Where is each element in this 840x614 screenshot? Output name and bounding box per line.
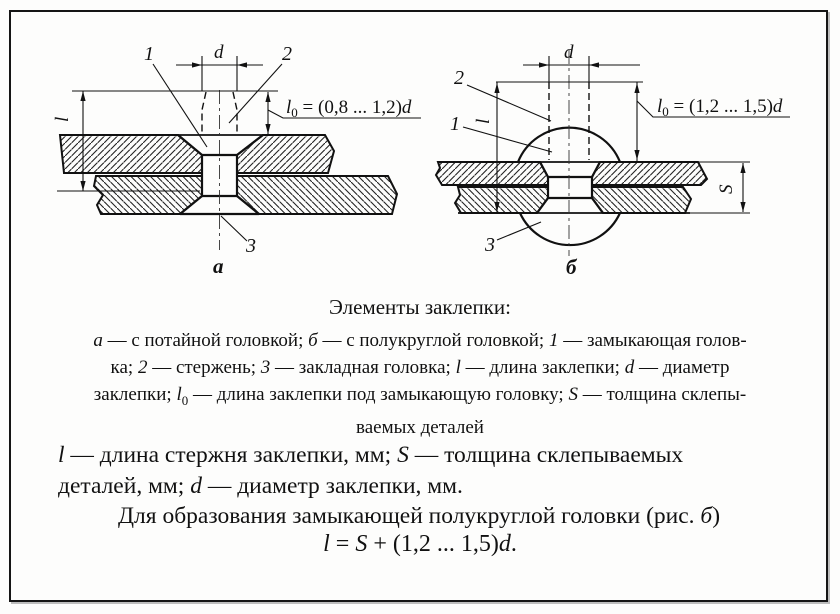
label-part2-b: 2: [454, 67, 464, 89]
label-part3-a: 3: [245, 235, 256, 257]
figure-rivet-elements: 1 2 3 d l l0 = (0,8 ... 1,2)d а: [52, 42, 790, 279]
figure-caption-title: Элементы заклепки:: [329, 295, 511, 319]
definitions-line-1: l — длина стержня заклепки, мм; S — толщ…: [58, 442, 684, 468]
diagram-a-plates: [58, 134, 399, 215]
statement-line: Для образования замыкающей полукруглой г…: [118, 503, 721, 529]
label-part1-b: 1: [450, 113, 460, 135]
definitions-line-2: деталей, мм; d — диаметр заклепки, мм.: [58, 473, 463, 499]
label-l0-formula-b: l0 = (1,2 ... 1,5)d: [657, 96, 783, 119]
figure-caption: а — с потайной головкой; б — с полукругл…: [0, 327, 840, 441]
diagram-b-plates: [434, 161, 709, 214]
diagram-b-shank-dashed: [548, 82, 590, 160]
label-dim-s-b: S: [716, 184, 737, 194]
diagram-a: 1 2 3 d l l0 = (0,8 ... 1,2)d а: [52, 42, 421, 278]
caption-b: б: [566, 255, 578, 279]
caption-line-4: ваемых деталей: [356, 416, 484, 438]
diagram-a-rivet: [60, 134, 392, 216]
label-part2-a: 2: [282, 43, 292, 65]
label-part1-a: 1: [144, 43, 154, 65]
diagram-a-dimensions: [57, 56, 421, 242]
diagram-a-arrowheads: [80, 62, 271, 191]
caption-line-3: заклепки; l0 — длина заклепки под замыка…: [93, 384, 747, 408]
label-dim-l-a: l: [52, 117, 73, 122]
label-part3-b: 3: [484, 234, 495, 256]
diagram-b-arrowheads: [494, 62, 746, 212]
label-dim-d-a: d: [214, 42, 224, 63]
definitions-paragraph: l — длина стержня заклепки, мм; S — толщ…: [58, 440, 788, 502]
diagram-a-shank-dashed: [201, 91, 238, 135]
caption-line-1: а — с потайной головкой; б — с полукругл…: [93, 330, 747, 351]
label-l0-formula-a: l0 = (0,8 ... 1,2)d: [286, 97, 412, 120]
diagram-b-dimensions: [462, 56, 790, 241]
page-border-frame: [9, 10, 828, 602]
caption-a: а: [213, 254, 224, 278]
label-dim-l-b: l: [473, 119, 494, 124]
length-formula: l = S + (1,2 ... 1,5)d.: [323, 531, 517, 557]
caption-line-2: ка; 2 — стержень; 3 — закладная головка;…: [110, 357, 730, 378]
label-dim-d-b: d: [564, 42, 574, 63]
diagram-b: 2 1 3 d l S l0 = (1,2 ... 1,5)d б: [434, 42, 790, 279]
